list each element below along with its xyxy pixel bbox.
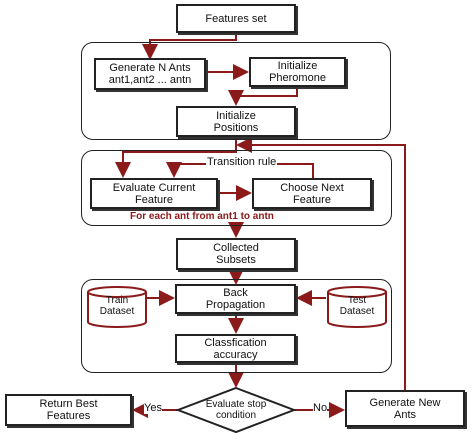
classification-accuracy-label: Classfication accuracy xyxy=(204,336,267,361)
classification-accuracy-box: Classfication accuracy xyxy=(175,334,296,363)
arrow-pheromone-to-positions xyxy=(228,87,298,106)
generate-ants-box: Generate N Ants ant1,ant2 ... antn xyxy=(94,58,206,90)
training-group xyxy=(81,279,392,373)
ant-loop-group xyxy=(81,150,392,226)
back-propagation-box: Back Propagation xyxy=(175,284,296,314)
return-best-label: Return Best Features xyxy=(39,398,98,422)
for-each-ant-label: For each ant from ant1 to antn xyxy=(130,211,274,222)
generate-new-ants-label: Generate New Ants xyxy=(369,396,441,421)
evaluate-stop-label: Evaluate stop condition xyxy=(205,399,267,421)
generate-ants-label: Generate N Ants ant1,ant2 ... antn xyxy=(108,62,192,86)
arrow-newants-to-loop xyxy=(236,137,406,390)
init-group xyxy=(81,42,391,140)
no-label: No xyxy=(313,402,328,414)
train-dataset: Train Dataset xyxy=(88,292,146,326)
train-dataset-label: Train Dataset xyxy=(99,295,135,317)
initialize-pheromone-box: Initialize Pheromone xyxy=(249,57,346,87)
yes-label: Yes xyxy=(144,402,162,414)
generate-new-ants-box: Generate New Ants xyxy=(345,390,465,427)
test-dataset-cylinder xyxy=(327,286,387,328)
return-best-box: Return Best Features xyxy=(5,394,132,426)
evaluate-current-box: Evaluate Current Feature xyxy=(90,178,218,209)
choose-next-box: Choose Next Feature xyxy=(252,178,372,209)
test-dataset-label: Test Dataset xyxy=(339,295,375,317)
test-dataset: Test Dataset xyxy=(328,292,386,326)
collected-subsets-box: Collected Subsets xyxy=(176,238,296,270)
initialize-positions-label: Initialize Positions xyxy=(213,109,259,134)
train-dataset-cylinder xyxy=(87,286,147,328)
features-set-label: Features set xyxy=(205,12,267,25)
initialize-pheromone-label: Initialize Pheromone xyxy=(269,60,326,84)
decision-diamond xyxy=(175,386,297,434)
choose-next-label: Choose Next Feature xyxy=(280,181,344,206)
initialize-positions-box: Initialize Positions xyxy=(176,106,296,137)
back-propagation-label: Back Propagation xyxy=(205,287,266,311)
evaluate-current-label: Evaluate Current Feature xyxy=(112,181,196,206)
arrow-features-to-generate xyxy=(142,33,237,60)
features-set-box: Features set xyxy=(176,4,296,33)
collected-subsets-label: Collected Subsets xyxy=(213,242,259,266)
transition-rule-label: Transition rule xyxy=(206,156,278,168)
